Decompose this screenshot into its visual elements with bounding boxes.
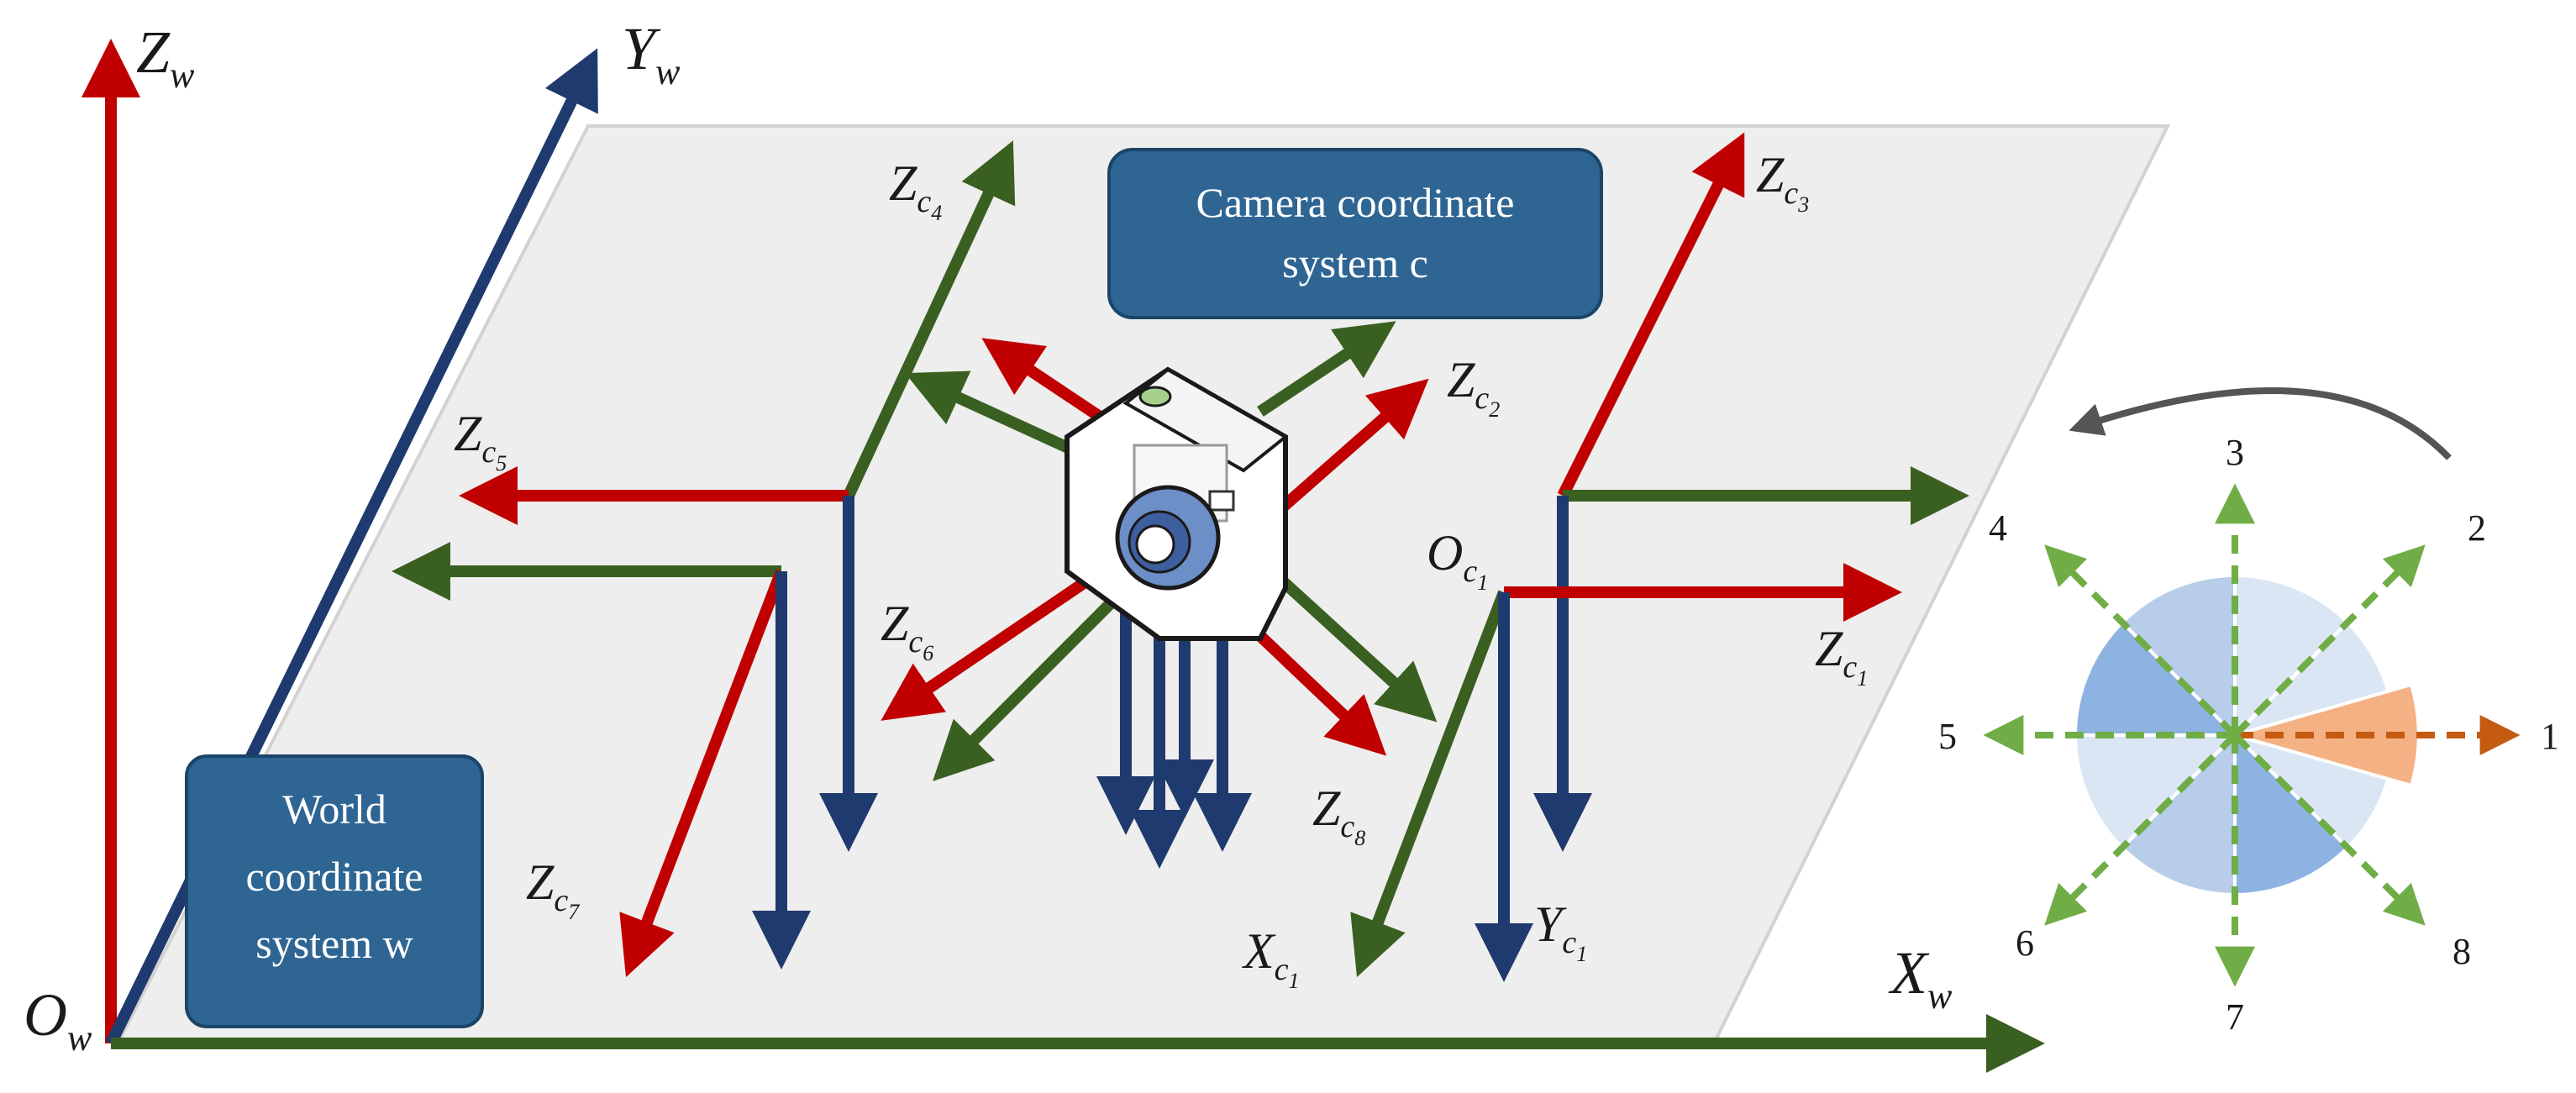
world-box-line2: coordinate (245, 853, 423, 900)
label-yc1: Yc1 (1534, 896, 1587, 966)
camera-frame-1 (1350, 563, 1902, 982)
label-zc4: Zc4 (889, 155, 942, 225)
dial-dashed-arrows (1983, 483, 2521, 987)
camera-system-box: Camera coordinate system c (1107, 148, 1603, 319)
direction-dial: 1 2 3 4 5 6 7 8 (1938, 387, 2559, 1038)
label-zc2: Zc2 (1447, 352, 1500, 422)
label-zc7: Zc7 (526, 854, 580, 924)
label-zc3: Zc3 (1756, 147, 1809, 217)
direction-8: 8 (2452, 931, 2471, 972)
world-y-label: Yw (622, 15, 681, 92)
world-z-label: Zw (136, 18, 195, 96)
camera-box-line1: Camera coordinate (1196, 179, 1515, 226)
camera-icon (1065, 366, 1289, 641)
label-zc8: Zc8 (1312, 780, 1365, 850)
label-zc6: Zc6 (881, 596, 933, 665)
world-origin-label: Ow (24, 981, 92, 1059)
camera-box-line2: system c (1282, 239, 1428, 286)
world-x-label: Xw (1888, 939, 1953, 1017)
world-box-line3: system w (255, 920, 413, 967)
label-xc1: Xc1 (1242, 923, 1300, 993)
direction-3: 3 (2226, 432, 2244, 473)
camera-frame-3 (1533, 132, 1969, 852)
camera-frame-7 (392, 542, 811, 978)
direction-6: 6 (2016, 922, 2034, 964)
direction-2: 2 (2468, 507, 2486, 549)
label-zc5: Zc5 (454, 406, 507, 476)
world-system-box: World coordinate system w (185, 754, 484, 1028)
direction-1: 1 (2541, 716, 2559, 757)
dial-sectors (2073, 573, 2421, 897)
label-zc1: Zc1 (1815, 621, 1868, 691)
direction-7: 7 (2226, 996, 2244, 1038)
world-box-line1: World (282, 786, 386, 833)
label-oc1: Oc1 (1427, 525, 1488, 595)
direction-4: 4 (1989, 507, 2007, 549)
rotation-arrow-icon (2069, 387, 2452, 460)
direction-5: 5 (1938, 716, 1957, 757)
camera-frame-4-5 (459, 140, 1016, 852)
